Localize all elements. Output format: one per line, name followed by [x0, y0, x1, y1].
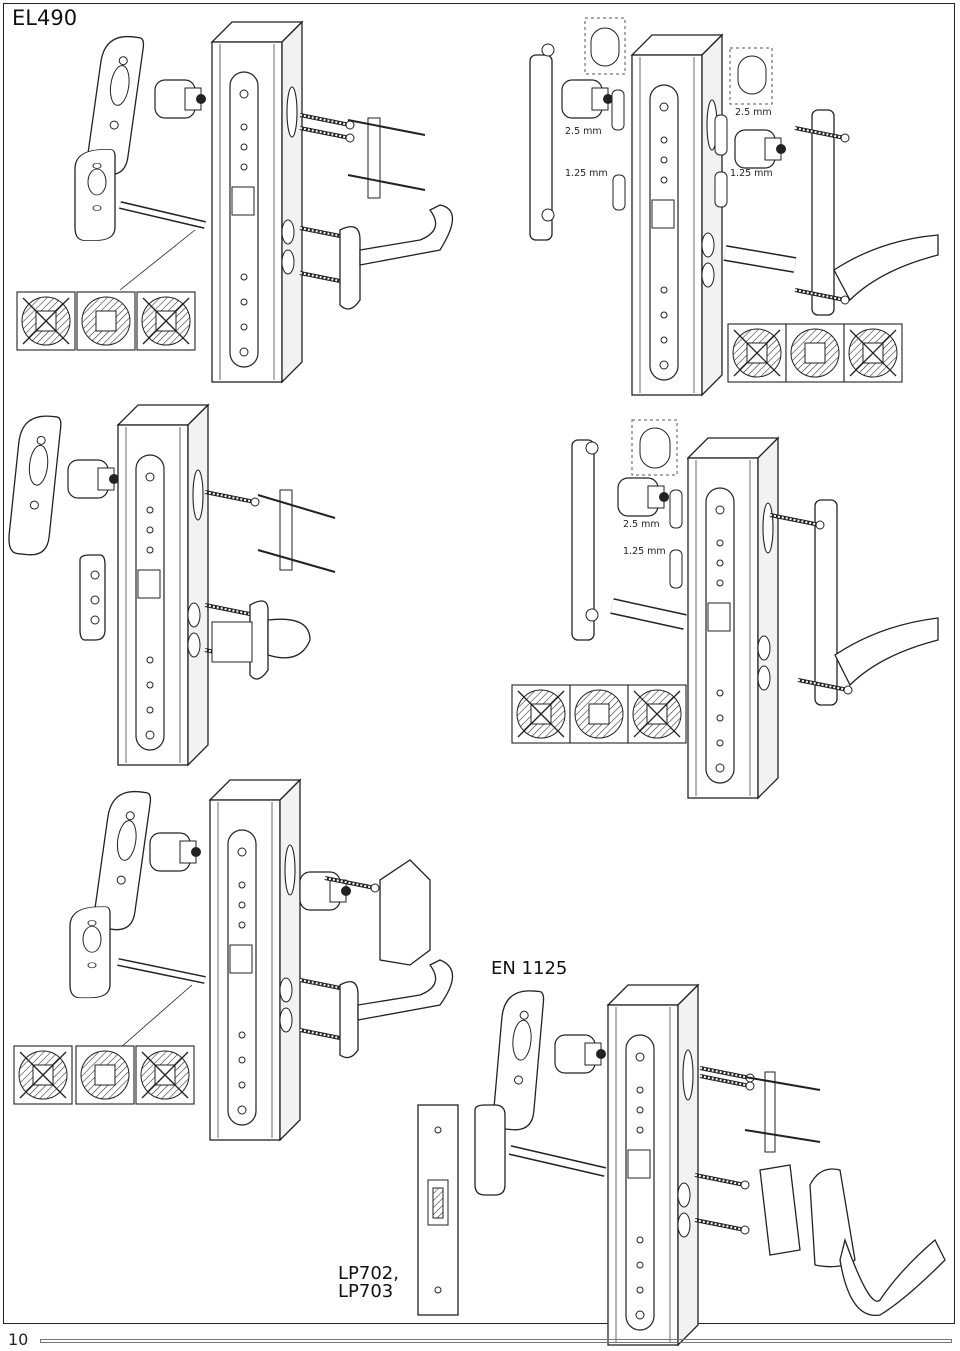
dimension-label: 1.25 mm — [730, 168, 773, 179]
diagram-el490-knob — [6, 404, 336, 766]
dimension-label: 2.5 mm — [565, 126, 602, 137]
model-line-2: LP703 — [338, 1281, 394, 1302]
dimension-label: 2.5 mm — [623, 519, 660, 530]
page-number: 10 — [8, 1330, 29, 1349]
diagram-el490-lever-cover — [14, 779, 454, 1141]
page-title: EL490 — [12, 6, 78, 30]
page-frame — [3, 3, 955, 1324]
dimension-label: 1.25 mm — [623, 546, 666, 557]
section-models-label: LP702, LP703 — [338, 1265, 399, 1301]
model-line-1: LP702, — [338, 1263, 399, 1284]
diagram-el490-narrow-knob — [512, 419, 939, 799]
dimension-label: 2.5 mm — [735, 107, 772, 118]
section-standard-label: EN 1125 — [491, 958, 568, 979]
diagram-el490-lever — [17, 21, 454, 383]
footer-rule — [40, 1339, 952, 1343]
diagram-en1125-lp702-lp703 — [417, 984, 946, 1346]
dimension-label: 1.25 mm — [565, 168, 608, 179]
diagram-el490-narrow-lever — [529, 17, 939, 396]
